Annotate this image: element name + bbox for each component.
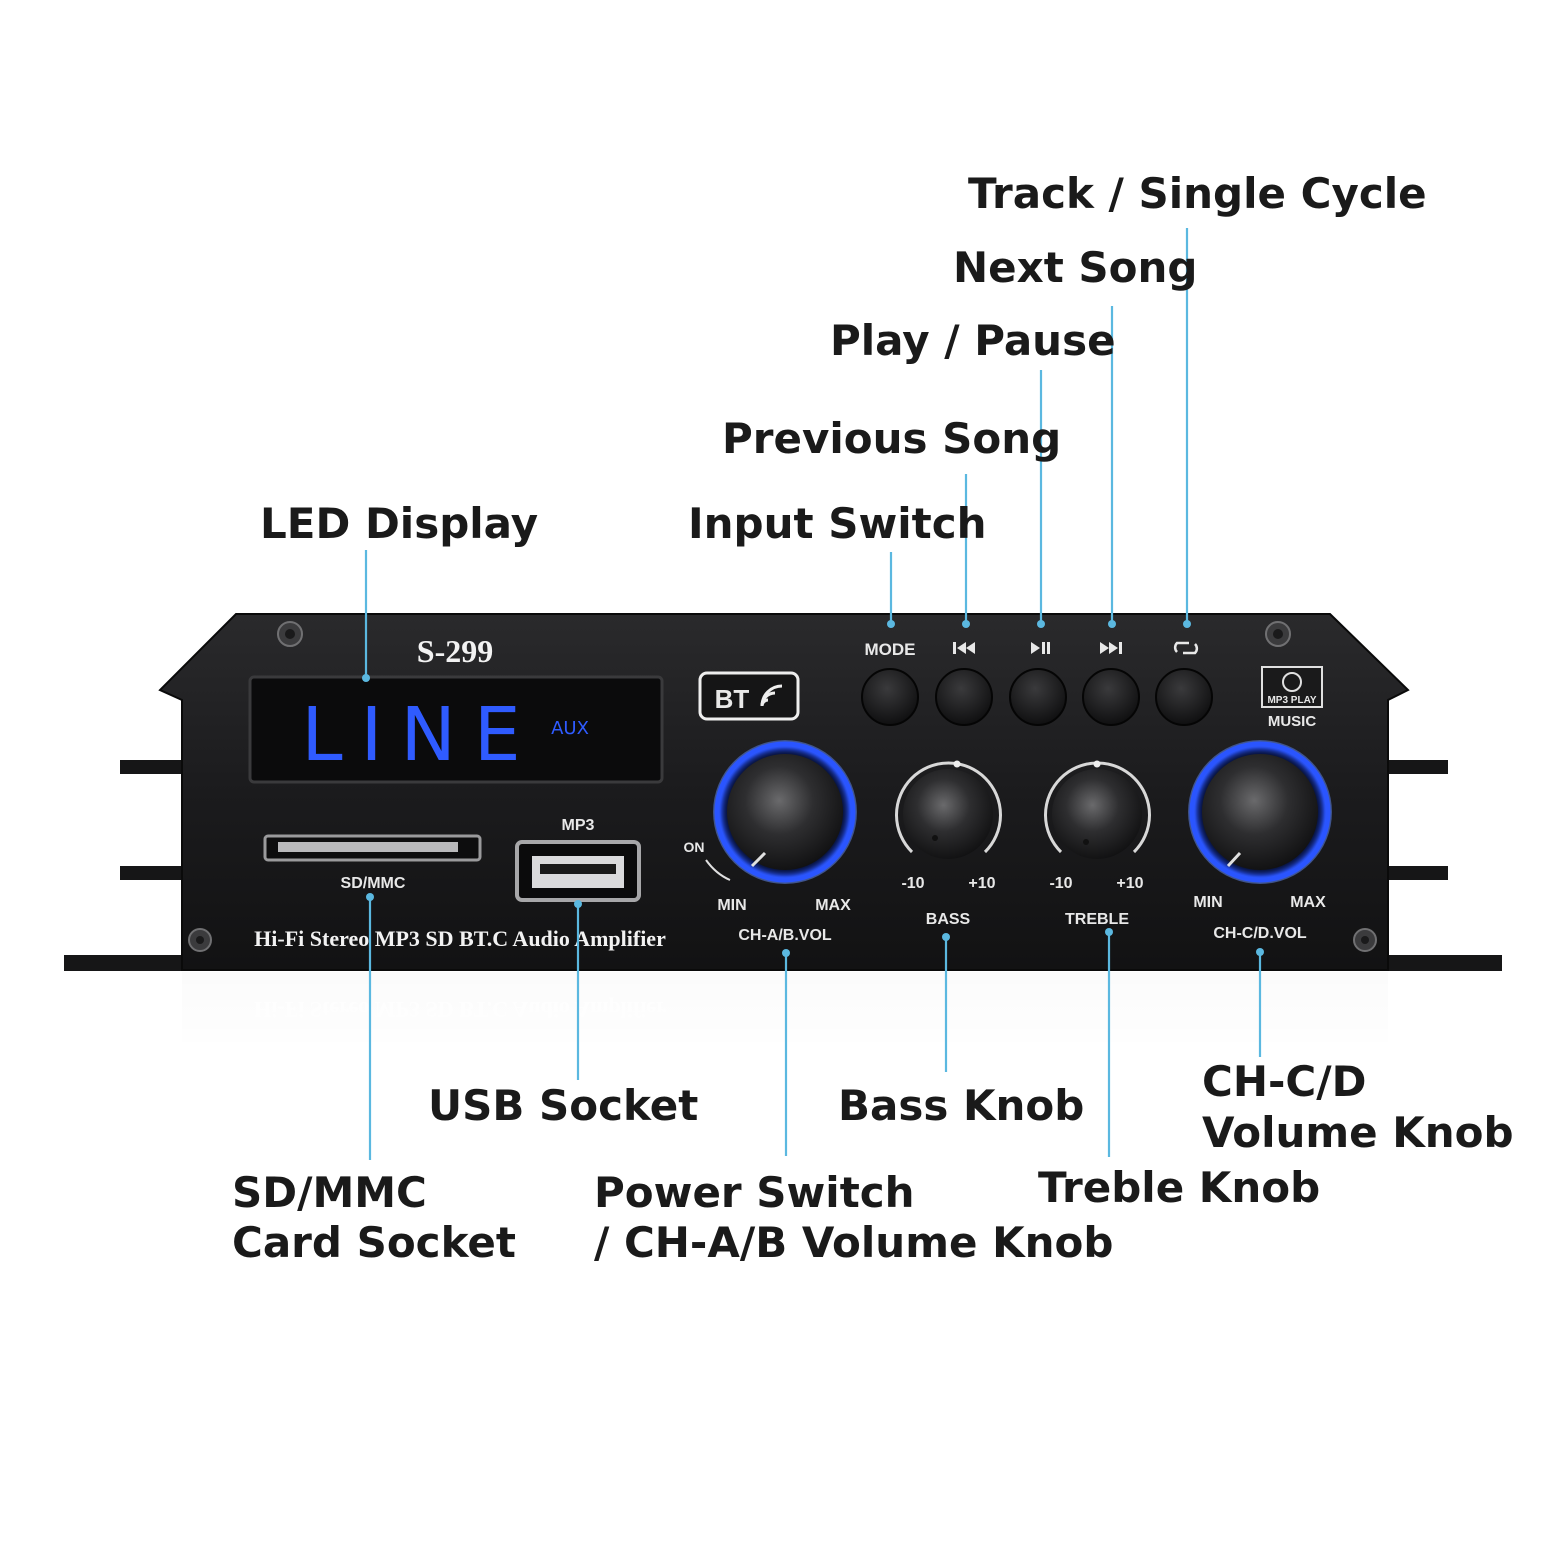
callout-play-pause: Play / Pause: [830, 316, 1116, 365]
mode-button[interactable]: [861, 668, 919, 726]
usb-label: MP3: [562, 817, 595, 834]
callout-bass-knob: Bass Knob: [838, 1081, 1084, 1130]
usb-socket[interactable]: [515, 840, 641, 902]
treble-max-label: +10: [1116, 875, 1143, 892]
treble-label: TREBLE: [1065, 911, 1129, 928]
mp3-play-logo: MP3 PLAY MUSIC: [1261, 666, 1323, 730]
callout-power-line1: Power Switch: [594, 1168, 915, 1217]
callout-labels: Track / Single Cycle Next Song Play / Pa…: [232, 169, 1514, 1267]
callout-chcd-line1: CH-C/D: [1202, 1057, 1366, 1106]
callout-sd-line1: SD/MMC: [232, 1168, 427, 1217]
next-track-icon: [1100, 642, 1122, 654]
callout-led-display: LED Display: [260, 499, 538, 548]
bass-max-label: +10: [968, 875, 995, 892]
play-pause-icon: [1031, 642, 1050, 654]
callout-treble-knob: Treble Knob: [1038, 1163, 1320, 1212]
chcd-max-label: MAX: [1290, 894, 1326, 911]
mp3-logo-bottom: MUSIC: [1268, 713, 1317, 730]
led-display-aux: AUX: [551, 718, 589, 739]
callout-chcd-line2: Volume Knob: [1202, 1108, 1514, 1157]
callout-sd-line2: Card Socket: [232, 1218, 516, 1267]
led-display: LINE AUX: [248, 675, 664, 784]
leader-lines: [362, 228, 1264, 1160]
chab-max-label: MAX: [815, 897, 851, 914]
bass-min-label: -10: [901, 875, 924, 892]
callout-usb-socket: USB Socket: [428, 1081, 698, 1130]
ch-cd-volume-knob[interactable]: [1188, 740, 1332, 884]
bluetooth-signal-icon: [760, 684, 783, 707]
panel-screws: [188, 621, 1377, 952]
chcd-min-label: MIN: [1193, 894, 1222, 911]
bt-badge-text: BT: [715, 684, 750, 714]
chab-min-label: MIN: [717, 897, 746, 914]
repeat-icon: [1173, 641, 1199, 655]
model-name: S-299: [417, 633, 493, 669]
power-on-label: ON: [684, 839, 705, 855]
callout-next-song: Next Song: [953, 243, 1198, 292]
treble-min-label: -10: [1049, 875, 1072, 892]
bass-knob[interactable]: [895, 760, 1002, 860]
callout-previous-song: Previous Song: [722, 414, 1061, 463]
bass-label: BASS: [926, 911, 971, 928]
chcd-vol-label: CH-C/D.VOL: [1213, 925, 1307, 942]
mode-label: MODE: [865, 640, 916, 659]
ch-ab-volume-knob[interactable]: [713, 740, 857, 884]
treble-knob[interactable]: [1044, 760, 1151, 860]
callout-power-line2: / CH-A/B Volume Knob: [594, 1218, 1113, 1267]
bluetooth-badge: BT: [698, 671, 800, 721]
previous-song-button[interactable]: [935, 668, 993, 726]
sd-card-slot[interactable]: [263, 834, 482, 862]
heatsink-fins: [64, 760, 1502, 971]
previous-track-icon: [953, 642, 975, 654]
led-display-text: LINE: [301, 692, 538, 778]
play-pause-button[interactable]: [1009, 668, 1067, 726]
callout-input-switch: Input Switch: [688, 499, 987, 548]
sd-slot-label: SD/MMC: [341, 875, 406, 892]
product-tagline: Hi-Fi Stereo MP3 SD BT.C Audio Amplifier: [254, 926, 666, 951]
next-song-button[interactable]: [1082, 668, 1140, 726]
control-buttons: [861, 668, 1213, 726]
on-arrow-icon: [705, 859, 731, 881]
callout-track-cycle: Track / Single Cycle: [968, 169, 1427, 218]
mp3-logo-top: MP3 PLAY: [1267, 695, 1316, 706]
chab-vol-label: CH-A/B.VOL: [738, 927, 832, 944]
repeat-button[interactable]: [1155, 668, 1213, 726]
